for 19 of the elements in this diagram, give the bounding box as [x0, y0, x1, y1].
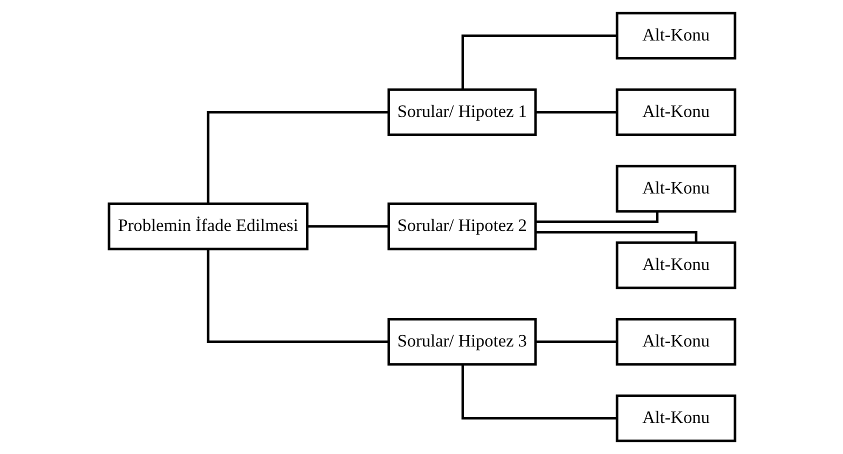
node-box: Alt-Konu	[615, 12, 736, 60]
connector	[206, 110, 388, 204]
node-box: Sorular/ Hipotez 3	[387, 318, 536, 366]
connector	[206, 249, 388, 344]
connector	[535, 230, 697, 243]
connector	[535, 110, 616, 114]
node-box: Alt-Konu	[615, 394, 736, 442]
node-box: Problemin İfade Edilmesi	[107, 202, 308, 250]
connector	[461, 364, 616, 420]
node-box: Alt-Konu	[615, 241, 736, 290]
connector	[461, 34, 616, 90]
node-box: Alt-Konu	[615, 88, 736, 136]
node-box: Alt-Konu	[615, 318, 736, 366]
node-box: Alt-Konu	[615, 164, 736, 213]
node-box: Sorular/ Hipotez 1	[387, 88, 536, 136]
connector	[535, 211, 658, 224]
connector	[535, 340, 616, 344]
connector	[306, 225, 388, 228]
node-box: Sorular/ Hipotez 2	[387, 202, 536, 250]
